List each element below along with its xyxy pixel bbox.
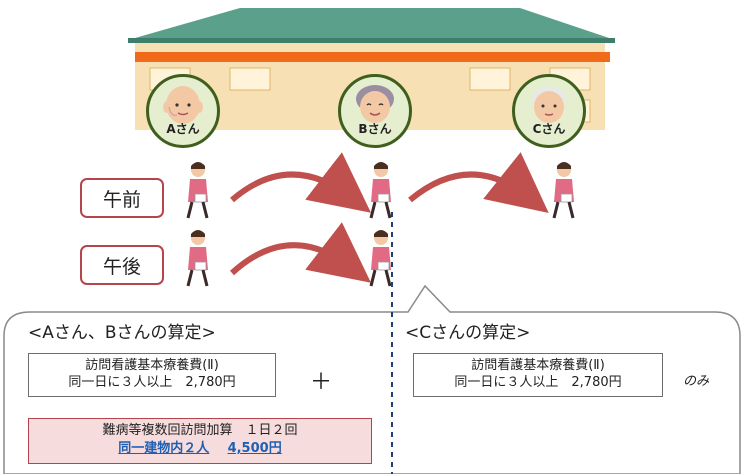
nurse-a-morning-icon [186,160,210,220]
nurse-c-morning-icon [552,160,576,220]
calc-ab-basic-fee-line2: 同一日に３人以上 2,780円 [68,375,236,390]
calc-ab-basic-fee-line1: 訪問看護基本療養費(Ⅱ) [85,358,219,373]
calc-ab-addition-box: 難病等複数回訪問加算 １日２回 同一建物内２人 4,500円 [28,418,372,464]
resident-a-avatar: Aさん [146,74,220,148]
calc-ab-addition-line1: 難病等複数回訪問加算 １日２回 [102,423,298,438]
calc-c-title: <Cさんの算定> [405,323,531,343]
calc-ab-addition-persons: 同一建物内２人 [118,441,210,456]
resident-c-label: Cさん [532,122,566,136]
resident-b-avatar: Bさん [338,74,412,148]
elderly-man-icon [532,87,566,123]
resident-b-label: Bさん [358,122,392,136]
calc-c-basic-fee-box: 訪問看護基本療養費(Ⅱ) 同一日に３人以上 2,780円 [413,353,663,397]
nurse-b-morning-icon [369,160,393,220]
calc-c-basic-fee-line2: 同一日に３人以上 2,780円 [454,375,622,390]
arrow-b-to-c-morning [408,152,549,213]
calc-ab-basic-fee-box: 訪問看護基本療養費(Ⅱ) 同一日に３人以上 2,780円 [28,353,276,397]
arrow-a-to-b-afternoon [229,222,371,283]
plus-sign: ＋ [310,370,333,395]
period-morning-label: 午前 [80,178,164,218]
period-afternoon-label: 午後 [80,245,164,285]
calc-ab-addition-amount: 4,500円 [227,441,282,456]
resident-a-label: Aさん [166,122,200,136]
elderly-man-icon [163,86,203,124]
nurse-b-afternoon-icon [369,228,393,288]
calc-ab-title: <Aさん、Bさんの算定> [28,323,216,343]
nurse-a-afternoon-icon [186,228,210,288]
elderly-woman-icon [356,85,394,123]
calc-c-only-note: のみ [683,374,710,389]
resident-c-avatar: Cさん [512,74,586,148]
calc-c-basic-fee-line1: 訪問看護基本療養費(Ⅱ) [471,358,605,373]
arrow-a-to-b-morning [230,152,371,213]
